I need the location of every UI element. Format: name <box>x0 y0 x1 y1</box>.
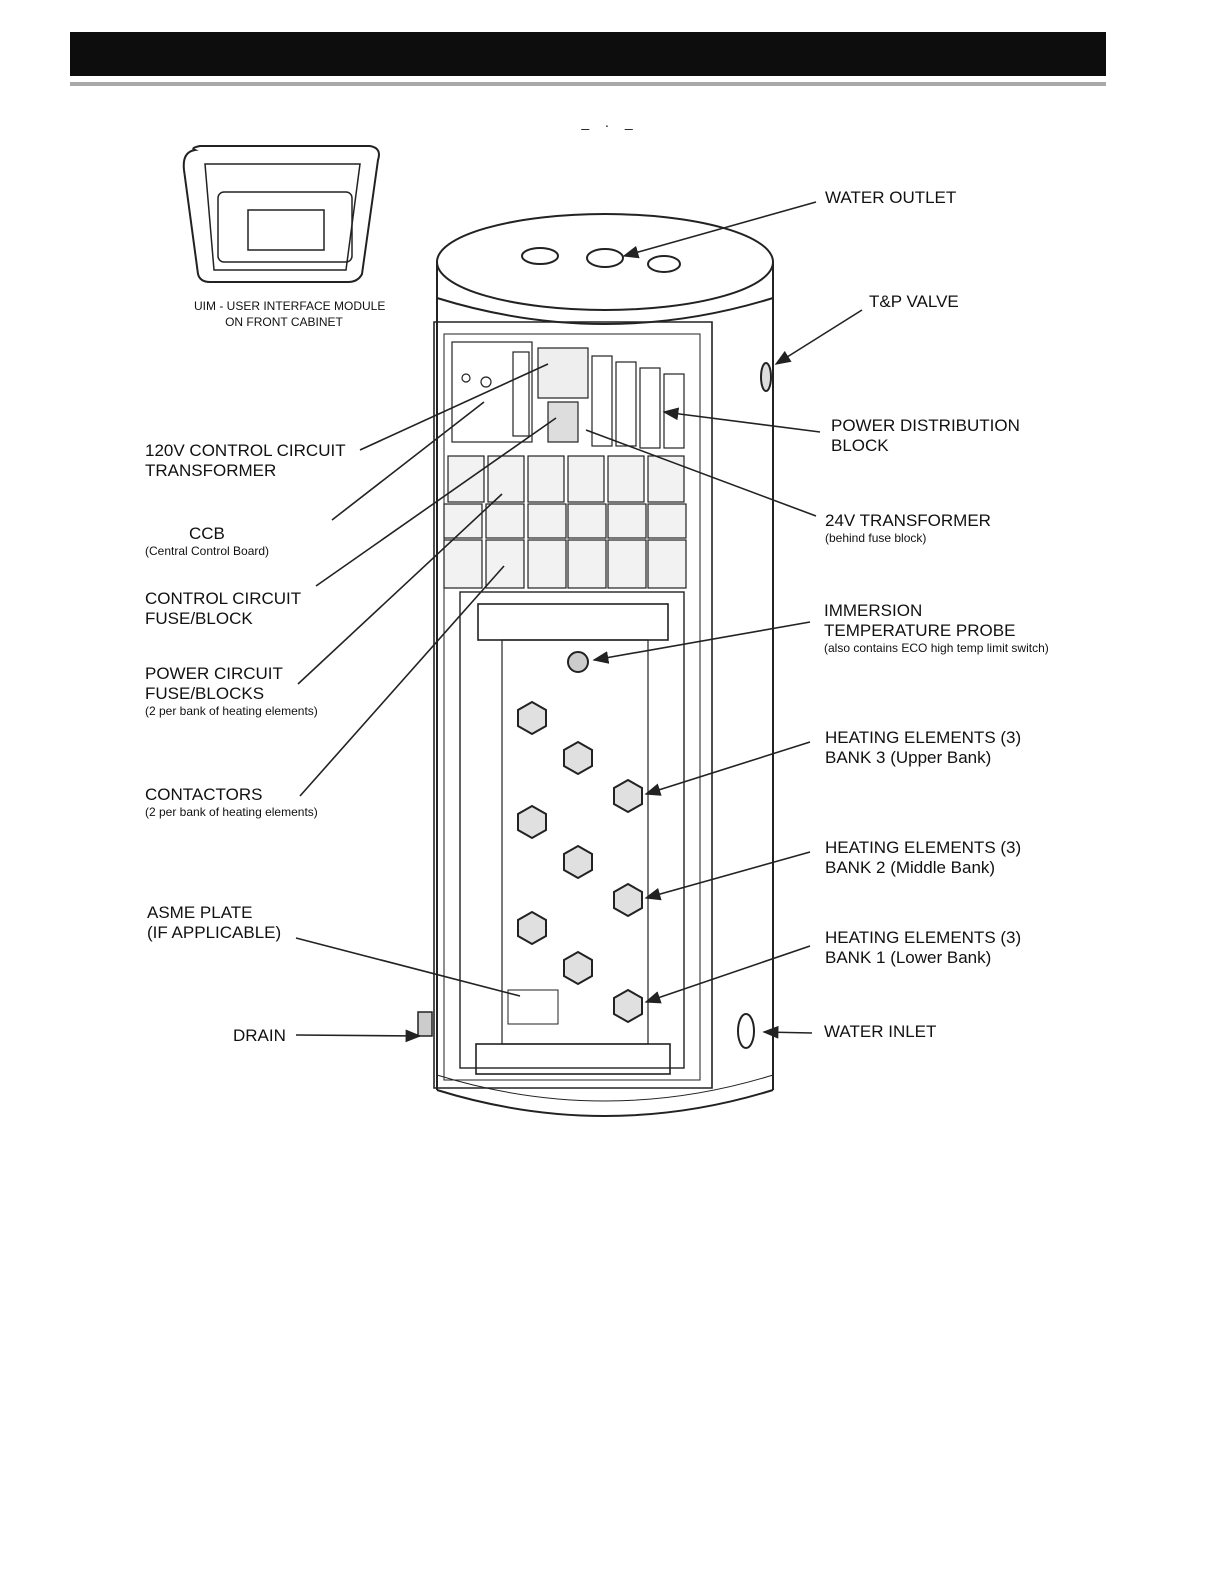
heating-elements <box>517 700 643 1024</box>
label-24v-sub: (behind fuse block) <box>825 531 927 545</box>
temperature-probe <box>567 651 589 673</box>
label-power-dist-line2: BLOCK <box>831 436 889 455</box>
figure-mark: _ . _ <box>581 114 639 130</box>
label-120v-line1: 120V CONTROL CIRCUIT <box>145 441 346 460</box>
label-bank1-line1: HEATING ELEMENTS (3) <box>825 928 1022 947</box>
label-tp-valve: T&P VALVE <box>869 292 959 311</box>
label-24v-transformer: 24V TRANSFORMER (behind fuse block) <box>825 511 991 546</box>
label-immersion-sub: (also contains ECO high temp limit switc… <box>824 641 1049 655</box>
uim-label-line2: ON FRONT CABINET <box>225 315 343 329</box>
contactor-rows <box>443 455 687 589</box>
front-cabinet <box>433 321 713 1089</box>
label-contactors: CONTACTORS (2 per bank of heating elemen… <box>145 785 318 820</box>
label-power-distribution: POWER DISTRIBUTION BLOCK <box>831 416 1020 456</box>
label-asme-line2: (IF APPLICABLE) <box>147 923 282 942</box>
label-immersion-line2: TEMPERATURE PROBE <box>824 621 1016 640</box>
label-asme-line1: ASME PLATE <box>147 903 253 922</box>
uim-label-line1: UIM - USER INTERFACE MODULE <box>194 299 386 313</box>
label-power-fuse-sub: (2 per bank of heating elements) <box>145 704 318 718</box>
label-power-fuse-line1: POWER CIRCUIT <box>145 664 283 683</box>
label-contactors-sub: (2 per bank of heating elements) <box>145 805 318 819</box>
label-immersion-probe: IMMERSION TEMPERATURE PROBE (also contai… <box>824 601 1049 656</box>
label-drain: DRAIN <box>233 1026 286 1045</box>
label-contactors-title: CONTACTORS <box>145 785 263 804</box>
label-bank2: HEATING ELEMENTS (3) BANK 2 (Middle Bank… <box>825 838 1021 878</box>
asme-plate <box>507 989 559 1025</box>
label-bank1: HEATING ELEMENTS (3) BANK 1 (Lower Bank) <box>825 928 1021 968</box>
uim-module <box>182 145 380 283</box>
label-bank2-line1: HEATING ELEMENTS (3) <box>825 838 1022 857</box>
header-rule <box>70 82 1106 86</box>
uim-label: UIM - USER INTERFACE MODULE ON FRONT CAB… <box>194 298 385 330</box>
label-bank3: HEATING ELEMENTS (3) BANK 3 (Upper Bank) <box>825 728 1021 768</box>
header-bar <box>70 32 1106 76</box>
label-power-dist-line1: POWER DISTRIBUTION <box>831 416 1020 435</box>
control-board <box>451 341 685 449</box>
tank-body <box>436 213 774 1117</box>
label-bank3-line1: HEATING ELEMENTS (3) <box>825 728 1022 747</box>
label-bank2-line2: BANK 2 (Middle Bank) <box>825 858 996 877</box>
drain-valve <box>417 1011 433 1037</box>
label-ccb-sub: (Central Control Board) <box>145 544 270 558</box>
label-bank3-line2: BANK 3 (Upper Bank) <box>825 748 992 767</box>
label-immersion-line1: IMMERSION <box>824 601 923 620</box>
label-power-fuse: POWER CIRCUIT FUSE/BLOCKS (2 per bank of… <box>145 664 318 719</box>
label-control-fuse-line2: FUSE/BLOCK <box>145 609 253 628</box>
label-ccb-title: CCB <box>189 524 225 543</box>
label-ccb: CCB (Central Control Board) <box>145 524 269 559</box>
label-120v-transformer: 120V CONTROL CIRCUIT TRANSFORMER <box>145 441 346 481</box>
label-24v-title: 24V TRANSFORMER <box>825 511 991 530</box>
label-power-fuse-line2: FUSE/BLOCKS <box>145 684 265 703</box>
label-control-fuse-line1: CONTROL CIRCUIT <box>145 589 302 608</box>
label-bank1-line2: BANK 1 (Lower Bank) <box>825 948 992 967</box>
leader-lines <box>295 201 863 1043</box>
label-water-outlet: WATER OUTLET <box>825 188 957 207</box>
label-asme-plate: ASME PLATE (IF APPLICABLE) <box>147 903 281 943</box>
label-120v-line2: TRANSFORMER <box>145 461 277 480</box>
label-water-inlet: WATER INLET <box>824 1022 937 1041</box>
label-control-fuse: CONTROL CIRCUIT FUSE/BLOCK <box>145 589 301 629</box>
